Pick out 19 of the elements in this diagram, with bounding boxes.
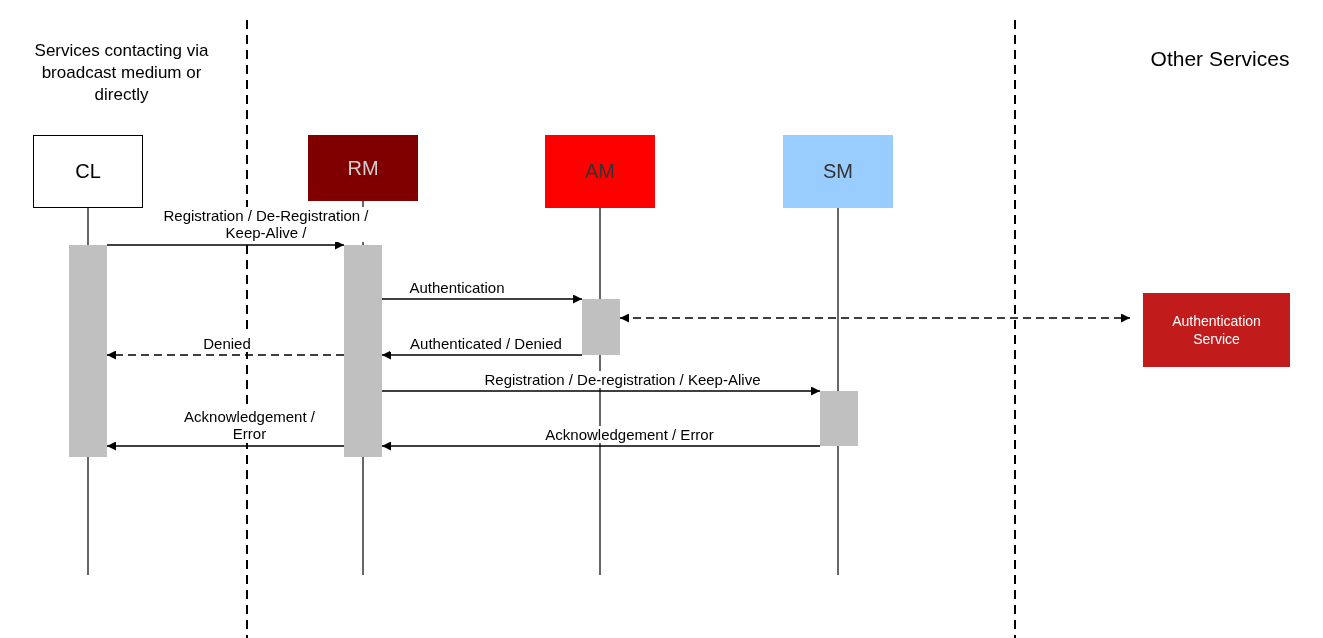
lifeline-header: RM bbox=[308, 135, 418, 201]
activation-bar bbox=[820, 391, 858, 446]
lifeline-header: AM bbox=[545, 135, 655, 208]
activation-bar bbox=[69, 245, 107, 457]
arrow bbox=[381, 294, 583, 304]
arrow bbox=[381, 441, 821, 451]
region-heading: Other Services bbox=[1149, 46, 1291, 72]
region-heading: Services contacting via broadcast medium or directly bbox=[33, 40, 210, 107]
arrow bbox=[381, 386, 821, 396]
arrow bbox=[381, 350, 583, 360]
lifeline-header: CL bbox=[33, 135, 143, 208]
arrow bbox=[106, 240, 345, 250]
arrow bbox=[106, 441, 345, 451]
arrow bbox=[106, 350, 345, 360]
activation-bar bbox=[344, 245, 382, 457]
activation-bar bbox=[582, 299, 620, 355]
lifeline-header: Authentication Service bbox=[1143, 293, 1290, 367]
arrow bbox=[619, 313, 1131, 323]
lifeline-header: SM bbox=[783, 135, 893, 208]
